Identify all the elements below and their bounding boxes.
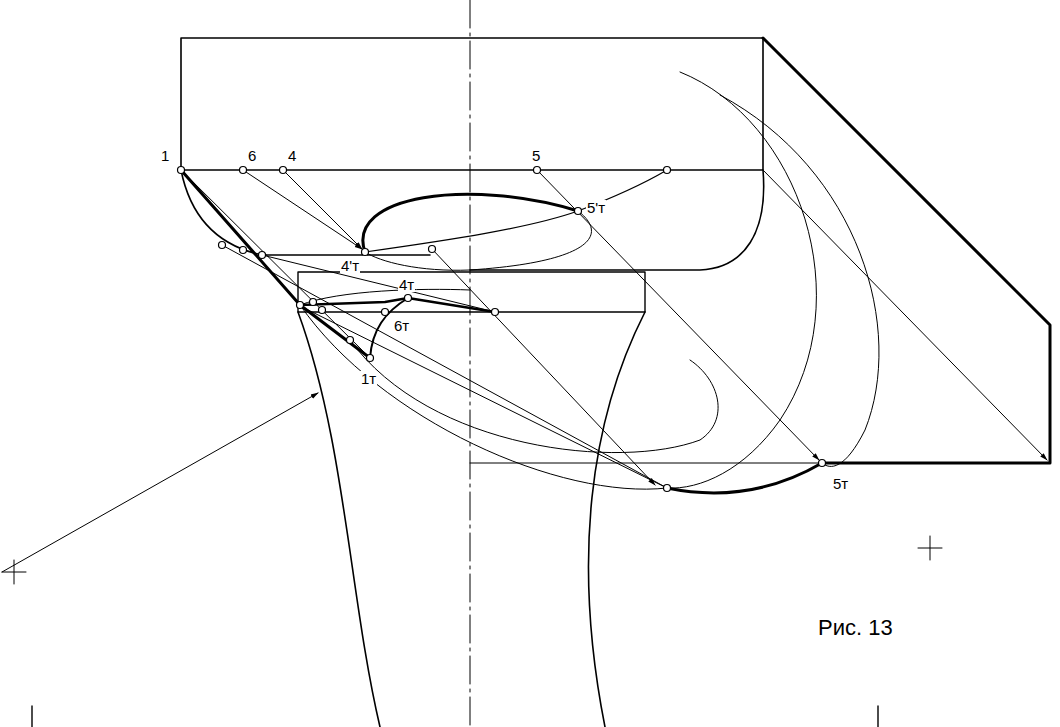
point-label: 4'т	[340, 258, 360, 273]
light-ray	[181, 170, 370, 358]
point-label: 1	[160, 148, 170, 163]
point-label: 6т	[393, 318, 410, 333]
shadow-contour	[365, 170, 667, 252]
shadow-curve	[667, 72, 816, 488]
tick-mark	[877, 706, 878, 727]
center-line	[470, 0, 471, 727]
light-ray	[283, 170, 362, 249]
shadow-contour	[181, 170, 370, 358]
shadow-contour	[365, 211, 592, 270]
point-label: 6	[247, 148, 257, 163]
tick-mark	[31, 706, 32, 727]
shadow-curve	[350, 340, 718, 453]
point-label: 4	[287, 148, 297, 163]
construction-points	[178, 167, 826, 492]
light-ray	[298, 305, 667, 488]
wall-line	[470, 463, 822, 464]
point-label: 4т	[398, 277, 415, 292]
slab-shadow	[763, 38, 1050, 463]
light-ray	[243, 170, 362, 249]
light-ray	[262, 255, 495, 312]
light-ray	[763, 170, 1047, 460]
shadow-contour	[363, 194, 578, 252]
abacus-slab	[181, 38, 763, 170]
point-label: 5'т	[586, 200, 606, 215]
point-label: 5т	[832, 476, 849, 491]
center-mark	[2, 560, 26, 584]
light-ray	[222, 245, 667, 488]
column-outline	[298, 312, 380, 727]
light-ray	[432, 249, 655, 485]
wall-shadow	[667, 463, 822, 493]
column-outline	[588, 312, 645, 727]
point-label: 5	[531, 148, 541, 163]
shadow-curve	[300, 305, 667, 489]
center-mark	[918, 536, 942, 560]
point-label: 1т	[360, 371, 377, 386]
capital-outline	[470, 170, 764, 270]
shadow-curve	[720, 95, 879, 467]
shadow-contour	[300, 289, 470, 305]
leader-line	[2, 393, 318, 572]
light-ray	[537, 170, 819, 460]
figure-caption: Рис. 13	[818, 617, 893, 639]
